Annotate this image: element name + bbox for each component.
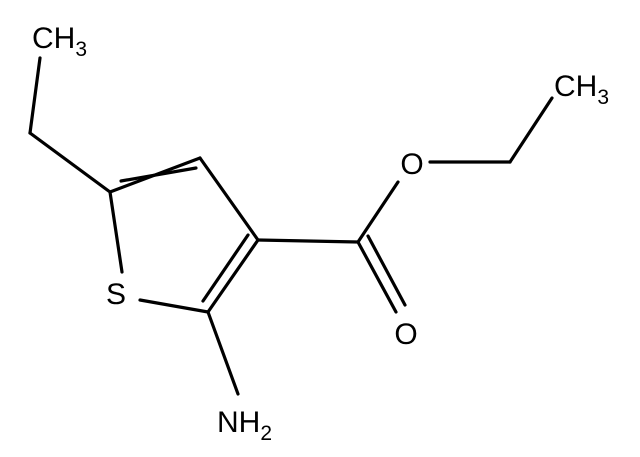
bond-c4-s1 bbox=[108, 190, 124, 274]
bond-ch2-ch3 bbox=[28, 56, 42, 135]
bond-c4-c5-double bbox=[119, 166, 198, 183]
bond-c2-c3 bbox=[206, 238, 260, 314]
bond-c2-c3-double bbox=[201, 233, 250, 303]
bond-ccarbonyl-oether bbox=[356, 180, 400, 244]
bond-c3-ccarbonyl bbox=[256, 238, 360, 244]
bond-s1-c2 bbox=[138, 298, 210, 314]
bond-ccarbonyl-ocarbonyl-double bbox=[366, 234, 407, 307]
atom-labels: S NH2 CH3 CH3 O O bbox=[32, 22, 609, 445]
ethyl-methyl-label: CH3 bbox=[32, 22, 87, 61]
bonds bbox=[28, 56, 554, 396]
carbonyl-oxygen-label: O bbox=[394, 318, 417, 351]
bond-ch2-ch3-ester bbox=[508, 96, 554, 164]
bond-ccarbonyl-ocarbonyl bbox=[356, 240, 398, 314]
amino-group-label: NH2 bbox=[217, 406, 272, 445]
bond-c4-ch2 bbox=[28, 131, 112, 194]
ester-methyl-label: CH3 bbox=[554, 70, 609, 109]
sulfur-atom-label: S bbox=[106, 278, 126, 311]
ether-oxygen-label: O bbox=[400, 148, 423, 181]
bond-c3-c5 bbox=[198, 156, 260, 242]
bond-c2-nh2 bbox=[206, 310, 240, 396]
